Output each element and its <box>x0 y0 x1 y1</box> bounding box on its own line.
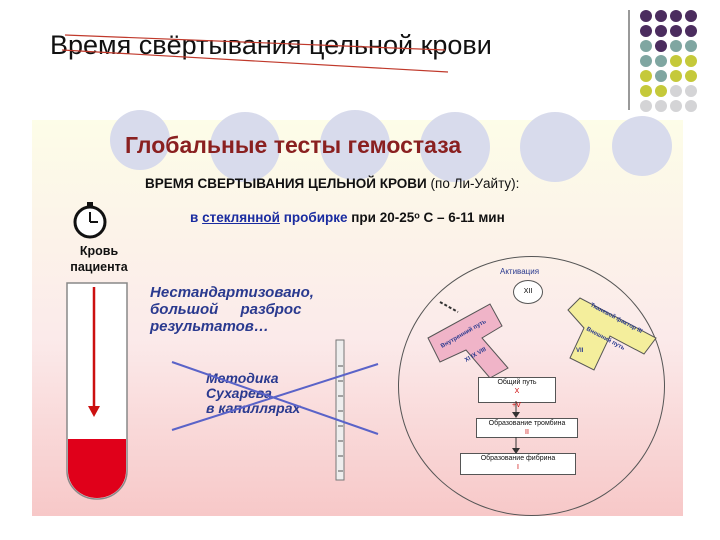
decorative-dot <box>670 10 682 22</box>
decorative-dot <box>640 10 652 22</box>
stopwatch-icon <box>73 202 107 239</box>
bg-bubble <box>420 112 490 182</box>
flow-arrow-icon <box>512 401 520 418</box>
cascade-oval <box>398 256 665 516</box>
pathway-arrows <box>427 297 657 379</box>
condition-tube: пробирке <box>283 210 348 225</box>
cross-out-lines <box>171 361 379 435</box>
patient-blood-line: Кровь <box>79 244 119 258</box>
divider-line <box>628 10 630 110</box>
panel-heading: Глобальные тесты гемостаза <box>125 132 462 158</box>
method-line: ВРЕМЯ СВЕРТЫВАНИЯ ЦЕЛЬНОЙ КРОВИ (по Ли-У… <box>145 176 519 191</box>
internal-path-label: Внутренний путь <box>440 318 488 350</box>
nonstandard-note: Нестандартизовано, большой разброс резул… <box>150 284 360 335</box>
decorative-dot <box>655 40 667 52</box>
fibrin-label: Образование фибрина <box>480 455 556 462</box>
decorative-dot <box>640 70 652 82</box>
flow-arrow-icon <box>512 437 520 454</box>
decorative-dot <box>685 85 697 97</box>
title-strike-lines <box>61 34 449 73</box>
nonstandard-line: результатов… <box>150 318 269 335</box>
blood-fill <box>68 439 126 498</box>
external-factor-label: VII <box>576 348 584 354</box>
decorative-dot <box>640 85 652 97</box>
decorative-dot <box>685 40 697 52</box>
slide-title: Время свёртывания цельной крови <box>50 30 492 60</box>
patient-blood-line: пациента <box>70 260 128 274</box>
fibrin-factor: I <box>517 464 519 471</box>
method-reference: (по Ли-Уайту): <box>430 176 520 191</box>
external-path2-label: Внешний путь <box>585 326 626 352</box>
thrombin-factor: II <box>525 429 529 436</box>
thrombin-label: Образование тромбина <box>488 420 566 427</box>
decorative-dot <box>640 100 652 112</box>
decorative-dot <box>685 55 697 67</box>
bg-bubble <box>320 110 390 180</box>
factor-xii-oval: XII <box>513 280 543 304</box>
condition-prefix: в <box>190 210 199 225</box>
fibrin-box: Образование фибрина I <box>460 453 576 475</box>
decorative-dot <box>685 25 697 37</box>
test-tube <box>66 282 128 500</box>
decorative-dot <box>640 25 652 37</box>
decorative-dot <box>670 70 682 82</box>
patient-blood-label: Кровь пациента <box>54 243 144 275</box>
bg-bubble <box>520 112 590 182</box>
decorative-dot <box>655 70 667 82</box>
capillary-tube <box>335 339 345 481</box>
nonstandard-line: большой разброс <box>150 301 302 318</box>
decorative-dot <box>670 55 682 67</box>
decorative-dot <box>685 100 697 112</box>
activation-label: Активация <box>500 267 540 276</box>
decorative-dot <box>670 25 682 37</box>
thrombin-box: Образование тромбина II <box>476 418 578 438</box>
external-path-label: Тканевой фактор III <box>589 302 644 335</box>
condition-glass: стеклянной <box>202 210 280 225</box>
common-path-label: Общий путь <box>497 379 537 386</box>
sukharev-line: Методика <box>206 370 279 386</box>
decorative-dot <box>655 100 667 112</box>
decorative-dot <box>640 55 652 67</box>
decorative-dot <box>670 40 682 52</box>
condition-rest: при 20-25ᵒ С – 6-11 мин <box>351 210 505 225</box>
decorative-dot <box>655 55 667 67</box>
sukharev-line: Сухарева <box>206 385 272 401</box>
internal-factors-label: XI IX VIII <box>464 347 488 364</box>
decorative-dot <box>685 10 697 22</box>
decorative-dot <box>670 100 682 112</box>
nonstandard-line: Нестандартизовано, <box>150 284 314 301</box>
decorative-dot <box>655 25 667 37</box>
decorative-dot <box>640 40 652 52</box>
decorative-dot <box>685 70 697 82</box>
decorative-dot <box>655 85 667 97</box>
method-main: ВРЕМЯ СВЕРТЫВАНИЯ ЦЕЛЬНОЙ КРОВИ <box>145 176 427 191</box>
bg-bubble <box>612 116 672 176</box>
common-path-box: Общий путь X <box>478 377 556 403</box>
condition-line: в стеклянной пробирке при 20-25ᵒ С – 6-1… <box>190 210 505 225</box>
decorative-dot <box>655 10 667 22</box>
pathway-labels: Внутренний путь XI IX VIII Тканевой факт… <box>440 302 644 364</box>
common-factor: X <box>514 388 520 395</box>
bg-bubble <box>110 110 170 170</box>
bg-bubble <box>210 112 280 182</box>
decorative-dot <box>670 85 682 97</box>
